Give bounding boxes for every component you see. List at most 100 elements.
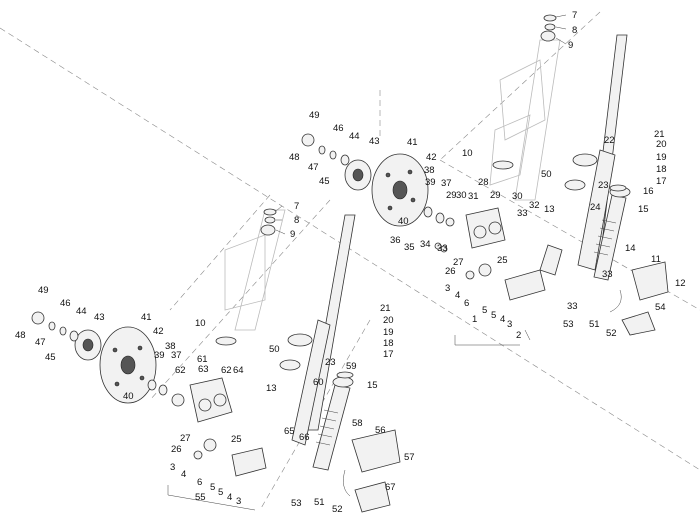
part-label-l52: 52: [332, 504, 343, 515]
part-label-l62b: 62: [221, 365, 232, 376]
part-label-l58: 58: [352, 418, 363, 429]
part-label-l13: 13: [266, 383, 277, 394]
part-label-u49: 49: [309, 110, 320, 121]
upper-ghost-fork: [489, 39, 561, 201]
part-label-u38: 38: [424, 165, 435, 176]
part-label-u33c: 33: [602, 269, 613, 280]
part-label-u50: 50: [541, 169, 552, 180]
part-label-u33d: 33: [567, 301, 578, 312]
lower-brake-disc: [99, 326, 157, 404]
part-label-l17: 17: [383, 349, 394, 360]
part-label-u19: 19: [656, 152, 667, 163]
lower-fork-leg: [279, 214, 356, 446]
part-label-l62a: 62: [175, 365, 186, 376]
lower-shock-absorber: [312, 376, 354, 471]
part-label-u48: 48: [289, 152, 300, 163]
part-label-l20: 20: [383, 315, 394, 326]
part-label-l42: 42: [153, 326, 164, 337]
part-label-u28: 28: [478, 177, 489, 188]
part-label-u47: 47: [308, 162, 319, 173]
part-label-u30b: 30: [512, 191, 523, 202]
part-label-u18: 18: [656, 164, 667, 175]
part-label-l39: 39: [154, 350, 165, 361]
upper-fork-leg: [539, 34, 628, 276]
part-label-l56: 56: [375, 425, 386, 436]
part-label-u20: 20: [656, 139, 667, 150]
part-label-l61: 61: [197, 354, 208, 365]
part-label-u34: 34: [420, 239, 431, 250]
part-label-l8: 8: [294, 215, 299, 226]
part-label-u2: 2: [516, 330, 521, 341]
part-label-u15: 15: [638, 204, 649, 215]
part-label-l25: 25: [231, 434, 242, 445]
part-label-u29b: 29: [490, 190, 501, 201]
part-label-u22: 22: [604, 135, 615, 146]
part-label-l66: 66: [299, 432, 310, 443]
part-label-l7: 7: [294, 201, 299, 212]
part-label-u10: 10: [462, 148, 473, 159]
part-label-u53a: 53: [563, 319, 574, 330]
part-label-u12: 12: [675, 278, 686, 289]
part-label-u46: 46: [333, 123, 344, 134]
part-label-u51a: 51: [589, 319, 600, 330]
part-label-l50: 50: [269, 344, 280, 355]
part-label-l21: 21: [380, 303, 391, 314]
part-label-u24: 24: [590, 202, 601, 213]
part-label-u41: 41: [407, 137, 418, 148]
lower-ghost-fork: [224, 209, 286, 331]
part-label-l57: 57: [404, 452, 415, 463]
part-label-l53: 53: [291, 498, 302, 509]
part-label-u23: 23: [598, 180, 609, 191]
upper-brake-disc: [371, 153, 429, 227]
part-label-u3a: 3: [445, 283, 450, 294]
part-label-l65: 65: [284, 426, 295, 437]
part-label-l59: 59: [346, 361, 357, 372]
part-label-l10: 10: [195, 318, 206, 329]
part-label-l5a: 5: [210, 482, 215, 493]
part-label-u5a: 5: [482, 305, 487, 316]
part-label-l6: 6: [197, 477, 202, 488]
part-label-u42: 42: [426, 152, 437, 163]
part-label-u30a: 30: [456, 190, 467, 201]
part-label-l40: 40: [123, 391, 134, 402]
part-label-u31: 31: [468, 191, 479, 202]
part-label-l47: 47: [35, 337, 46, 348]
part-label-l9: 9: [290, 229, 295, 240]
part-label-u43: 43: [369, 136, 380, 147]
part-label-l37: 37: [171, 350, 182, 361]
part-label-u52a: 52: [606, 328, 617, 339]
lower-assembly: [31, 208, 401, 513]
part-label-l63: 63: [198, 364, 209, 375]
part-label-u25: 25: [497, 255, 508, 266]
part-label-l44: 44: [76, 306, 87, 317]
part-label-l26: 26: [171, 444, 182, 455]
part-label-l5b: 5: [218, 487, 223, 498]
part-label-u4a: 4: [455, 290, 460, 301]
upper-assembly: [301, 14, 669, 336]
part-label-u40: 40: [398, 216, 409, 227]
part-label-u1: 1: [472, 314, 477, 325]
part-label-u9: 9: [568, 40, 573, 51]
part-label-u37: 37: [441, 178, 452, 189]
part-label-l67: 67: [385, 482, 396, 493]
part-label-u36: 36: [390, 235, 401, 246]
upper-brake-caliper: [465, 207, 506, 249]
part-label-u16: 16: [643, 186, 654, 197]
part-label-u5b: 5: [491, 310, 496, 321]
part-label-l49: 49: [38, 285, 49, 296]
part-label-l38: 38: [165, 341, 176, 352]
part-label-l41: 41: [141, 312, 152, 323]
part-label-u35: 35: [404, 242, 415, 253]
part-label-u13a: 13: [544, 204, 555, 215]
part-label-u17: 17: [656, 176, 667, 187]
lower-brake-caliper: [189, 377, 233, 423]
part-label-u27: 27: [453, 257, 464, 268]
part-label-l23: 23: [325, 357, 336, 368]
part-label-u8: 8: [572, 25, 577, 36]
part-label-u7: 7: [572, 10, 577, 21]
part-label-u33a: 33: [517, 208, 528, 219]
part-label-l18: 18: [383, 338, 394, 349]
part-label-u4b: 4: [500, 314, 505, 325]
